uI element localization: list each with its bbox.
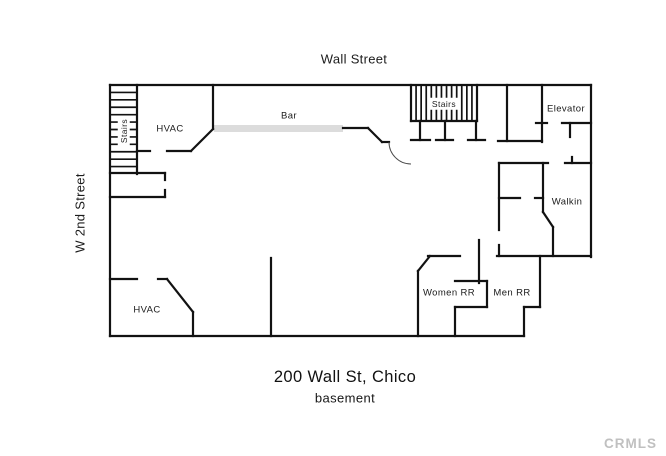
room-label-hvac-top: HVAC [156,123,184,135]
wall [541,210,555,229]
room-label-women-rr: Women RR [422,287,476,299]
room-label-stairs-top: Stairs [428,97,460,110]
bar-counter [214,125,343,132]
street-label-left: W 2nd Street [72,173,88,253]
address-title: 200 Wall St, Chico [273,367,417,386]
room-label-walkin: Walkin [551,196,583,208]
room-label-stairs-left: Stairs [117,115,130,147]
stairs-top-text: Stairs [428,97,460,110]
room-label-bar: Bar [281,110,297,122]
wall [189,127,215,153]
stairs-left-text: Stairs [117,115,130,147]
room-label-hvac-bottom: HVAC [133,304,161,316]
room-label-men-rr: Men RR [493,287,531,299]
floor-subtitle: basement [314,390,376,406]
wall [416,254,432,273]
room-label-elevator: Elevator [546,103,586,115]
wall [165,277,195,314]
wall [366,126,384,144]
street-label-top: Wall Street [320,51,388,67]
crmls-watermark: CRMLS [604,436,657,451]
door-swing-arc [388,141,412,165]
